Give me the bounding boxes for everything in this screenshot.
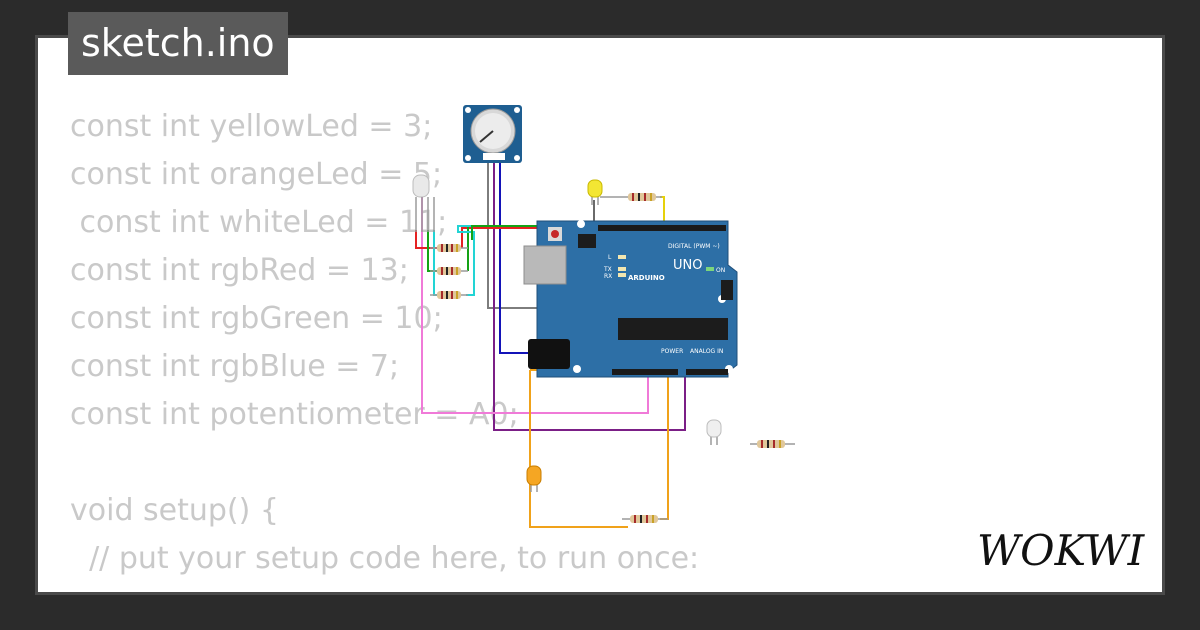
on-label: ON xyxy=(716,267,725,274)
code-line: pinMode(yellowLed, OUTPUT); xyxy=(70,583,699,592)
digital-label: DIGITAL (PWM ~) xyxy=(668,243,720,250)
wire-rgb-blue xyxy=(433,230,437,296)
wire-rgb-green xyxy=(427,230,437,272)
white-led[interactable] xyxy=(706,419,722,445)
wire-red-pin xyxy=(461,227,556,248)
code-line: const int rgbRed = 13; xyxy=(70,253,409,288)
led-l-label: L xyxy=(608,254,612,261)
atmega-chip xyxy=(618,318,728,340)
logo-text: WOKWI xyxy=(977,526,1146,575)
resistor-white[interactable] xyxy=(750,440,795,448)
wire-orange-gnd xyxy=(529,370,628,528)
code-line: void setup() { xyxy=(70,493,279,528)
power-header xyxy=(612,369,678,375)
wokwi-logo: WOKWI xyxy=(975,525,1150,579)
analog-header xyxy=(686,369,728,375)
file-tab[interactable]: sketch.ino xyxy=(68,12,288,75)
code-line: const int rgbGreen = 10; xyxy=(70,301,443,336)
resistor-rgb-green[interactable] xyxy=(430,267,468,275)
code-line: const int potentiometer = A0; xyxy=(70,397,519,432)
led-tx-label: TX xyxy=(603,266,612,273)
led-rx-label: RX xyxy=(604,273,612,280)
wire-orange-signal xyxy=(660,372,669,520)
board-brand: ARDUINO xyxy=(628,274,665,282)
code-line: const int yellowLed = 3; xyxy=(70,109,433,144)
code-line: const int orangeLed = 5; xyxy=(70,157,443,192)
analog-label: ANALOG IN xyxy=(690,348,723,355)
orange-led[interactable] xyxy=(526,465,542,492)
code-preview: const int yellowLed = 3; const int orange… xyxy=(70,103,700,592)
code-line: const int whiteLed = 11; xyxy=(70,205,448,240)
resistor-rgb-blue[interactable] xyxy=(430,291,468,299)
usb-port xyxy=(523,245,567,285)
yellow-led[interactable] xyxy=(587,179,603,205)
rgb-led[interactable] xyxy=(412,174,435,232)
code-line: const int rgbBlue = 7; xyxy=(70,349,400,384)
resistor-yellow[interactable] xyxy=(600,193,662,201)
power-jack xyxy=(528,339,570,369)
potentiometer[interactable] xyxy=(463,105,522,163)
wire-pot-vcc xyxy=(493,160,686,431)
resistor-rgb-red[interactable] xyxy=(430,244,468,252)
digital-header xyxy=(598,225,726,231)
wire-rgb-common xyxy=(421,196,649,414)
arduino-uno-board[interactable]: DIGITAL (PWM ~) UNO ARDUINO L TX RX ON P… xyxy=(523,220,738,378)
wire-blue-pin xyxy=(457,225,520,296)
resistor-orange[interactable] xyxy=(622,515,668,523)
wokwi-logo-icon: WOKWI xyxy=(977,526,1146,575)
power-label: POWER xyxy=(661,348,683,355)
board-name: UNO xyxy=(673,258,702,273)
code-line: // put your setup code here, to run once… xyxy=(70,541,700,576)
diagram-canvas: const int yellowLed = 3; const int orange… xyxy=(35,35,1165,595)
